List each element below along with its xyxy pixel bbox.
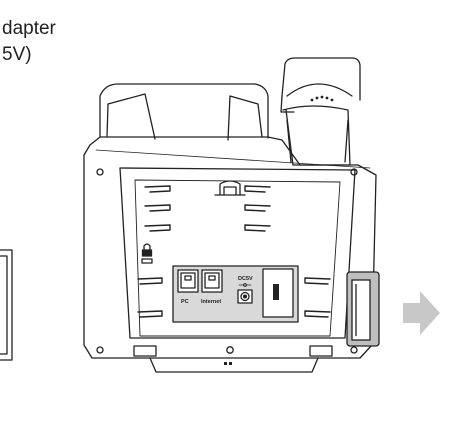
wall-mount-hook — [214, 180, 246, 196]
power-adapter — [0, 249, 13, 361]
cable-clip-highlight — [346, 271, 380, 347]
next-step-arrow — [403, 291, 440, 335]
wall-mount-slots — [137, 185, 331, 318]
adapter-caption-line-2: 5V) — [2, 44, 32, 65]
mounting-screws — [96, 168, 358, 354]
adapter-caption-line-1: dapter — [2, 18, 56, 39]
handset — [280, 57, 361, 166]
lock-icon — [141, 243, 153, 264]
dc-input-label: DC5V — [238, 276, 253, 282]
phone-stand — [99, 83, 269, 141]
phone-body — [83, 136, 377, 373]
pc-port-label: PC — [181, 299, 189, 305]
connector-panel — [172, 265, 299, 323]
handset-earpiece-dots — [310, 95, 334, 102]
center-bottom-dots — [224, 362, 232, 365]
internet-port-label: Internet — [201, 299, 221, 305]
